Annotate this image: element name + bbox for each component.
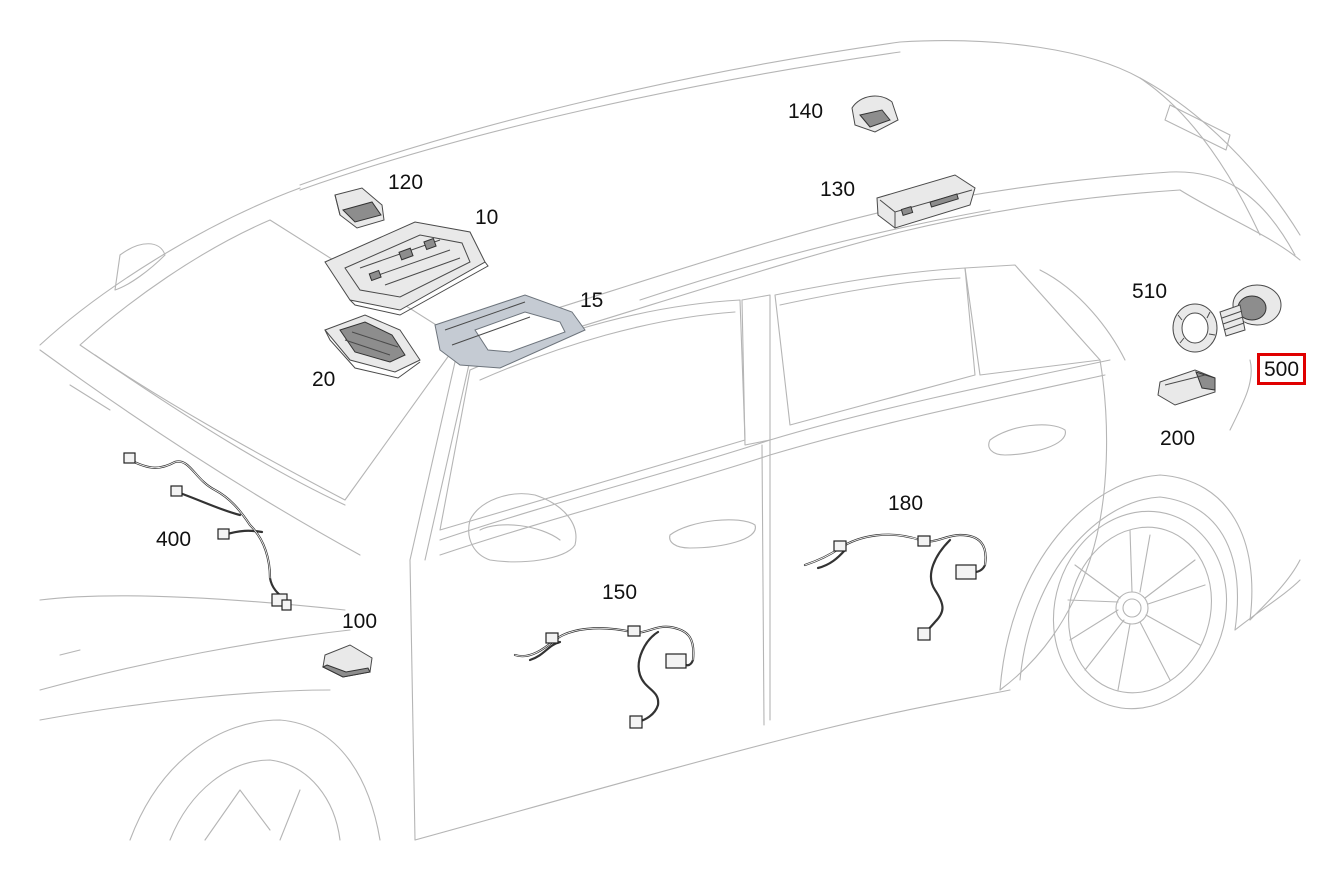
callout-200[interactable]: 200 xyxy=(1160,427,1196,450)
callout-120[interactable]: 120 xyxy=(388,171,424,194)
callout-180[interactable]: 180 xyxy=(888,492,924,515)
part-140-graphic[interactable] xyxy=(851,95,899,133)
callout-130[interactable]: 130 xyxy=(820,178,856,201)
part-150-graphic[interactable] xyxy=(513,625,695,729)
part-200-graphic[interactable] xyxy=(1157,369,1216,406)
callout-400[interactable]: 400 xyxy=(156,528,192,551)
part-510-graphic[interactable] xyxy=(1172,303,1218,353)
part-400-graphic[interactable] xyxy=(123,452,292,611)
callout-100[interactable]: 100 xyxy=(342,610,378,633)
part-20-graphic[interactable] xyxy=(324,314,421,379)
part-500-graphic[interactable] xyxy=(1219,284,1282,337)
callout-510[interactable]: 510 xyxy=(1132,280,1168,303)
part-100-graphic[interactable] xyxy=(321,644,373,678)
callout-20[interactable]: 20 xyxy=(312,368,336,391)
part-130-graphic[interactable] xyxy=(876,174,976,229)
callout-150[interactable]: 150 xyxy=(602,581,638,604)
callout-15[interactable]: 15 xyxy=(580,289,604,312)
callout-500[interactable]: 500 xyxy=(1257,353,1307,385)
part-180-graphic[interactable] xyxy=(803,533,987,641)
part-120-graphic[interactable] xyxy=(334,187,385,229)
callout-140[interactable]: 140 xyxy=(788,100,824,123)
part-15-graphic[interactable] xyxy=(434,294,586,369)
callout-10[interactable]: 10 xyxy=(475,206,499,229)
part-10-graphic[interactable] xyxy=(324,221,489,316)
car-body-outline xyxy=(39,40,1301,841)
